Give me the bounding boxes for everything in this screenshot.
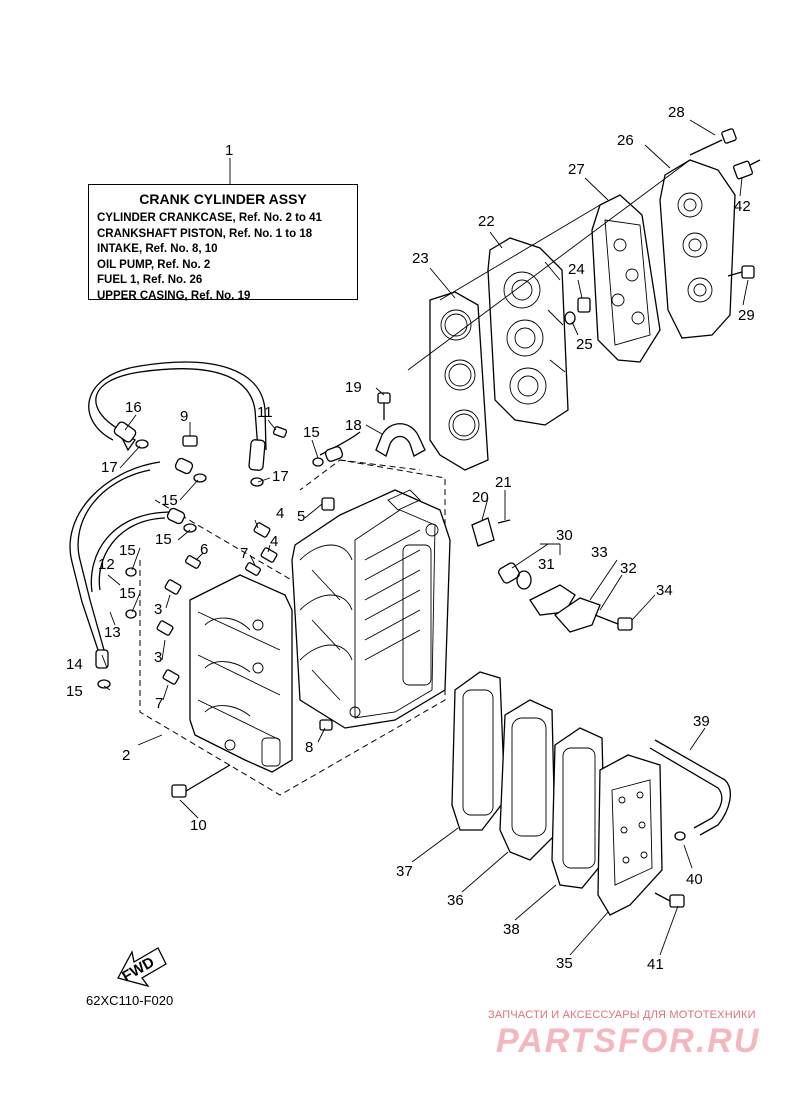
callout: 36 <box>447 892 464 909</box>
hoses <box>69 361 361 669</box>
callout: 22 <box>478 213 495 230</box>
callout: 17 <box>101 459 118 476</box>
callout: 16 <box>125 399 142 416</box>
callout: 14 <box>66 656 83 673</box>
callout: 29 <box>738 307 755 324</box>
callout: 25 <box>576 336 593 353</box>
callout: 35 <box>556 955 573 972</box>
callout: 7 <box>155 695 163 712</box>
head-gasket-27 <box>591 194 661 363</box>
head-gasket-23 <box>429 291 489 471</box>
callout: 39 <box>693 713 710 730</box>
callout: 4 <box>276 505 284 522</box>
watermark-logo: PARTSFOR.RU <box>496 1022 761 1060</box>
callout: 15 <box>303 424 320 441</box>
callout: 31 <box>538 556 555 573</box>
exhaust-gasket-38 <box>551 727 606 889</box>
assembly-line: OIL PUMP, Ref. No. 2 <box>97 258 211 271</box>
callout: 28 <box>668 104 685 121</box>
cylinder-head-22 <box>487 237 569 426</box>
cylinder-block <box>291 489 451 729</box>
callout-labels: 1 2 3 3 4 4 5 6 7 7 8 9 10 11 12 13 14 1… <box>66 104 755 973</box>
callout: 42 <box>734 198 751 215</box>
callout: 8 <box>305 739 313 756</box>
callout: 4 <box>270 533 278 550</box>
assembly-dashed-outline <box>139 459 446 796</box>
bracket-18-bolt-19 <box>375 392 426 457</box>
watermark-subtitle: ЗАПЧАСТИ И АКСЕССУАРЫ ДЛЯ МОТОТЕХНИКИ <box>488 1009 756 1021</box>
callout: 12 <box>98 556 115 573</box>
callout: 27 <box>568 161 585 178</box>
callout: 23 <box>412 250 429 267</box>
callout: 11 <box>257 404 273 421</box>
exhaust-hose-39 <box>649 739 731 908</box>
callout: 15 <box>119 542 136 559</box>
callout: 6 <box>200 541 208 558</box>
callout: 20 <box>472 489 489 506</box>
crankcase-left-half <box>189 574 293 773</box>
callout: 9 <box>180 408 188 425</box>
callout: 40 <box>686 871 703 888</box>
exhaust-plate-36 <box>499 699 556 861</box>
callout: 18 <box>345 417 362 434</box>
callout: 1 <box>225 142 233 159</box>
small-bolts <box>156 128 761 798</box>
callout: 41 <box>647 956 664 973</box>
assembly-line: CYLINDER CRANKCASE, Ref. No. 2 to 41 <box>97 212 322 224</box>
assembly-line: CRANKSHAFT PISTON, Ref. No. 1 to 18 <box>97 227 313 240</box>
callout: 3 <box>154 601 162 618</box>
callout: 38 <box>503 921 520 938</box>
callout: 15 <box>66 683 83 700</box>
assembly-line: INTAKE, Ref. No. 8, 10 <box>97 243 218 255</box>
callout: 17 <box>272 468 289 485</box>
exhaust-gasket-37 <box>451 671 506 831</box>
callout: 37 <box>396 863 413 880</box>
callout: 19 <box>345 379 362 396</box>
callout: 5 <box>297 508 305 525</box>
callout: 32 <box>620 560 637 577</box>
assembly-reference-box: CRANK CYLINDER ASSY CYLINDER CRANKCASE, … <box>88 184 358 302</box>
assembly-line: UPPER CASING, Ref. No. 19 <box>97 289 251 302</box>
fwd-arrow: FWD <box>117 947 167 988</box>
hose-clips <box>97 439 324 689</box>
exhaust-cover-35 <box>597 754 663 916</box>
leader-lines <box>101 119 749 956</box>
cylinder-head-cover-26 <box>659 159 736 339</box>
callout: 26 <box>617 132 634 149</box>
callout: 2 <box>122 747 130 764</box>
callout: 15 <box>161 492 178 509</box>
callout: 15 <box>119 585 136 602</box>
callout: 3 <box>154 649 162 666</box>
callout: 24 <box>568 261 585 278</box>
head-assembly-axis <box>407 159 691 371</box>
assembly-line: FUEL 1, Ref. No. 26 <box>97 274 203 286</box>
callout: 21 <box>495 474 512 491</box>
callout: 30 <box>556 527 573 544</box>
callout: 15 <box>155 531 172 548</box>
callout: 34 <box>656 582 673 599</box>
callout: 7 <box>240 545 248 562</box>
callout: 10 <box>190 817 207 834</box>
assembly-title: CRANK CYLINDER ASSY <box>139 191 307 207</box>
callout: 33 <box>591 544 608 561</box>
figure-code: 62XC110-F020 <box>86 993 174 1008</box>
callout: 13 <box>104 624 121 641</box>
